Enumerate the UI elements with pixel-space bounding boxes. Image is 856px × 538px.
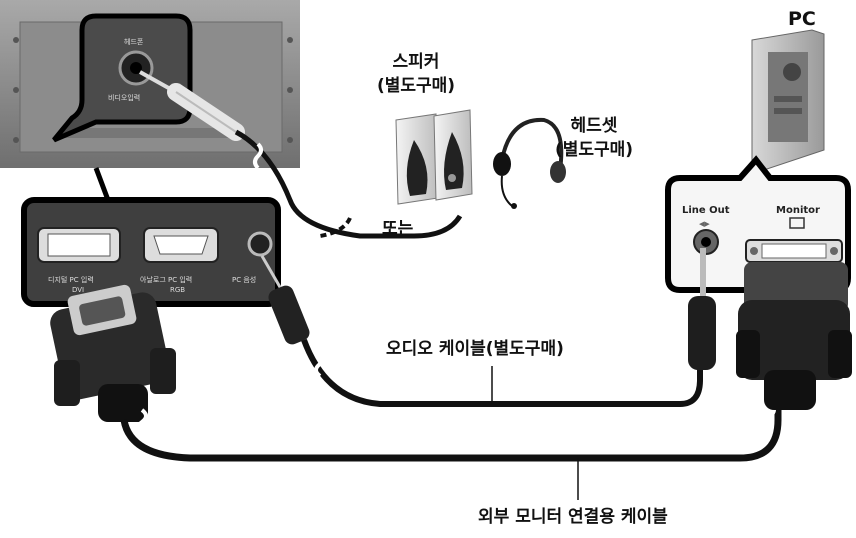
pc-audio-label: PC 음성: [232, 275, 256, 284]
speaker-label: 스피커 (별도구매): [368, 50, 464, 98]
dvi-connector-left: [50, 284, 176, 422]
audio-plug-right: [688, 248, 716, 370]
audio-cable-label: 오디오 케이블(별도구매): [386, 339, 564, 359]
rgb-label: RGB: [170, 286, 185, 294]
speaker-label-line1: 스피커: [392, 52, 440, 72]
headset-label-line2: (별도구매): [554, 140, 634, 160]
line-out-label: Line Out: [682, 205, 730, 216]
digital-pc-input-label: 디지털 PC 입력: [48, 275, 94, 284]
monitor-icon: [789, 217, 805, 229]
monitor-cable-label: 외부 모니터 연결용 케이블: [478, 507, 668, 527]
monitor-cable: [120, 400, 782, 500]
pc-input-panel-zoom: 디지털 PC 입력 DVI 아날로그 PC 입력 RGB PC 음성: [21, 167, 281, 307]
analog-pc-input-label: 아날로그 PC 입력: [140, 275, 192, 284]
headset-label: 헤드셋 (별도구매): [546, 114, 642, 162]
speakers-image: [395, 109, 473, 205]
dvi-label: DVI: [72, 286, 84, 294]
or-label: 또는: [382, 219, 414, 239]
video-input-port-label: 비디오입력: [108, 93, 140, 102]
pc-label: PC: [788, 8, 816, 30]
headset-image: [493, 117, 566, 209]
audio-cable: [301, 338, 703, 407]
audio-plug-left: [260, 255, 310, 345]
headset-label-line1: 헤드셋: [570, 116, 618, 136]
dvi-connector-right: [736, 262, 852, 410]
headphone-plug: [139, 70, 463, 239]
monitor-label: Monitor: [776, 205, 820, 216]
headphone-port-label: 헤드폰: [124, 37, 144, 46]
pc-tower-image: [751, 29, 825, 171]
speaker-label-line2: (별도구매): [376, 76, 456, 96]
svg-text:◀▶: ◀▶: [699, 220, 710, 228]
